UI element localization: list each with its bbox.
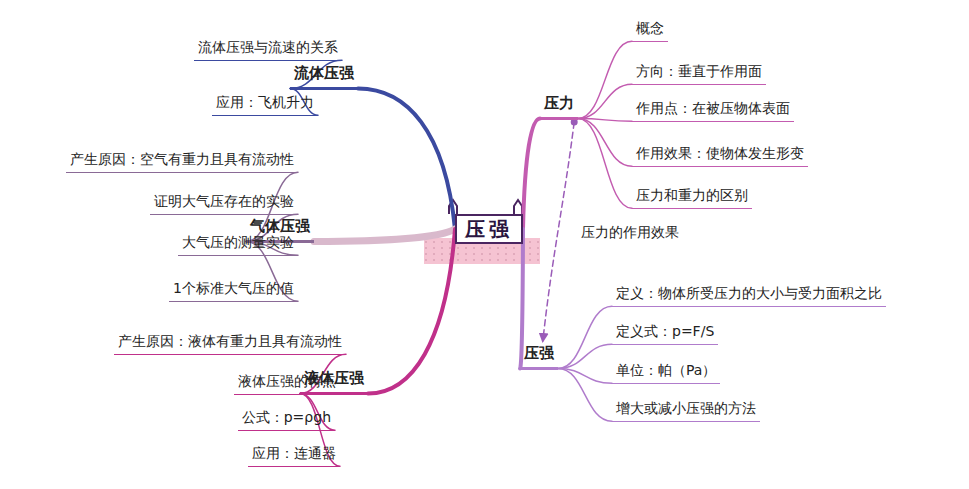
edge-label: 压力的作用效果	[578, 223, 682, 241]
branch-line	[558, 369, 612, 422]
branch-line	[314, 229, 455, 242]
leaf-topic: 方向：垂直于作用面	[632, 62, 766, 85]
leaf-topic: 大气压的测量实验	[178, 233, 298, 256]
topic-text: 应用：飞机升力	[216, 94, 314, 110]
leaf-topic: 定义：物体所受压力的大小与受力面积之比	[612, 284, 886, 307]
branch-topic: 压强	[520, 343, 558, 370]
branch-line	[523, 119, 540, 230]
branch-line	[520, 229, 523, 369]
topic-text: 1个标准大气压的值	[173, 280, 294, 296]
leaf-topic: 流体压强与流速的关系	[194, 38, 342, 61]
topic-text: 应用：连通器	[252, 445, 336, 461]
branch-line	[578, 119, 632, 209]
topic-text: 单位：帕（Pa）	[616, 362, 716, 378]
topic-text: 作用效果：使物体发生形变	[636, 145, 804, 161]
leaf-topic: 增大或减小压强的方法	[612, 399, 760, 422]
branch-line	[558, 344, 612, 368]
leaf-topic: 应用：飞机升力	[212, 93, 318, 116]
topic-text: 液体压强的特点	[238, 373, 336, 389]
leaf-topic: 1个标准大气压的值	[169, 279, 298, 302]
topic-text: 大气压的测量实验	[182, 234, 294, 250]
branch-topic: 流体压强	[290, 63, 358, 90]
leaf-topic: 产生原因：液体有重力且具有流动性	[114, 332, 346, 355]
topic-text: 定义式：p=F/S	[616, 323, 714, 339]
topic-text: 产生原因：空气有重力且具有流动性	[70, 151, 294, 167]
topic-text: 证明大气压存在的实验	[154, 193, 294, 209]
branch-line	[368, 229, 455, 394]
leaf-topic: 证明大气压存在的实验	[150, 192, 298, 215]
branch-line	[578, 84, 632, 118]
topic-text: 流体压强	[294, 64, 354, 82]
topic-text: 压力和重力的区别	[636, 187, 748, 203]
topic-text: 流体压强与流速的关系	[198, 39, 338, 55]
central-topic: 压强	[455, 214, 523, 244]
branch-line	[558, 306, 612, 368]
topic-text: 压强	[465, 217, 513, 241]
topic-text: 作用点：在被压物体表面	[636, 100, 790, 116]
topic-text: 概念	[636, 20, 664, 36]
leaf-topic: 液体压强的特点	[234, 372, 340, 395]
topic-text: 定义：物体所受压力的大小与受力面积之比	[616, 285, 882, 301]
leaf-topic: 作用效果：使物体发生形变	[632, 144, 808, 167]
topic-text: 压强	[524, 344, 554, 362]
branch-line	[578, 119, 632, 167]
leaf-topic: 公式：p=ρgh	[238, 408, 335, 431]
topic-text: 增大或减小压强的方法	[616, 400, 756, 416]
leaf-topic: 产生原因：空气有重力且具有流动性	[66, 150, 298, 173]
leaf-topic: 概念	[632, 19, 668, 42]
topic-text: 方向：垂直于作用面	[636, 63, 762, 79]
topic-text: 公式：p=ρgh	[242, 409, 331, 425]
leaf-topic: 压力和重力的区别	[632, 186, 752, 209]
branch-topic: 压力	[540, 93, 578, 120]
topic-text: 产生原因：液体有重力且具有流动性	[118, 333, 342, 349]
roof-ornament	[449, 200, 522, 214]
effect-arrow	[543, 122, 574, 341]
leaf-topic: 定义式：p=F/S	[612, 322, 718, 345]
leaf-topic: 单位：帕（Pa）	[612, 361, 720, 384]
branch-line	[578, 41, 632, 118]
branch-line	[358, 89, 455, 230]
leaf-topic: 应用：连通器	[248, 444, 340, 467]
topic-text: 压力	[544, 94, 574, 112]
leaf-topic: 作用点：在被压物体表面	[632, 99, 794, 122]
